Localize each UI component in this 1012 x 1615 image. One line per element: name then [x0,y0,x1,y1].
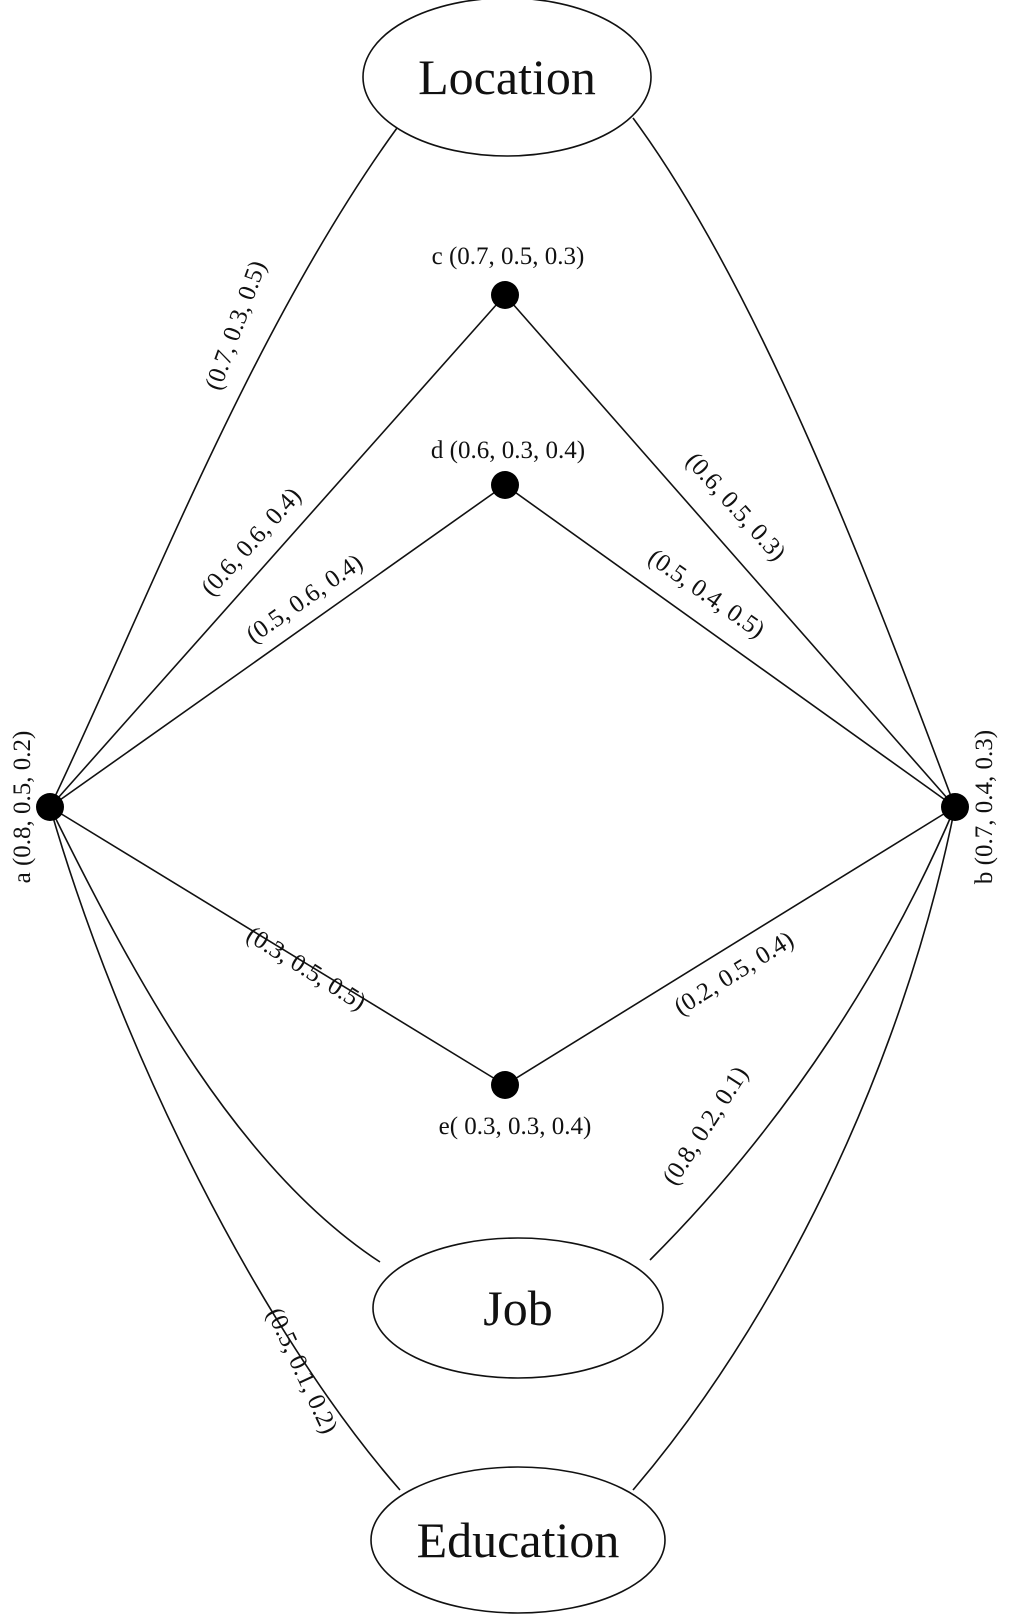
edge-a-location [49,127,398,808]
hyperedge-education: Education [370,1466,666,1614]
edge-a-d-label: (0.5, 0.6, 0.4) [241,549,367,649]
edge-c-b-label: (0.6, 0.5, 0.3) [680,448,791,567]
hyperedge-job: Job [372,1237,664,1379]
edge-a-c [49,294,506,808]
edge-d-b [504,484,956,808]
hyperedge-location: Location [362,0,652,157]
edge-a-d [49,484,506,808]
vertex-e-label: e( 0.3, 0.3, 0.4) [439,1113,592,1140]
edge-a-job [49,806,381,1263]
edge-job-b [649,806,956,1261]
edge-a-e-label: (0.3, 0.5, 0.5) [241,921,370,1016]
edge-e-b-label: (0.2, 0.5, 0.4) [669,926,798,1021]
vertex-c-label: c (0.7, 0.5, 0.3) [432,243,585,270]
edge-job-b-label: (0.8, 0.2, 0.1) [658,1062,754,1190]
vertex-b [941,793,969,821]
edge-a-location-label: (0.7, 0.3, 0.5) [200,257,272,393]
vertex-c [491,281,519,309]
edge-a-e [49,806,506,1086]
edge-education-b [632,806,956,1491]
edge-a-education [49,806,401,1491]
vertex-d-label: d (0.6, 0.3, 0.4) [431,437,585,464]
vertex-b-label: b (0.7, 0.4, 0.3) [971,730,998,884]
edge-a-c-label: (0.6, 0.6, 0.4) [196,483,307,602]
hyperedge-job-label: Job [483,1280,552,1336]
edge-location-b [632,117,956,808]
vertex-e [491,1071,519,1099]
vertex-d [491,471,519,499]
vertex-a-label: a (0.8, 0.5, 0.2) [9,731,36,884]
hyperedge-location-label: Location [418,49,596,105]
hyperedge-education-label: Education [417,1512,620,1568]
edge-c-b [504,294,956,808]
vertex-a [36,793,64,821]
edge-a-education-label: (0.5, 0.1, 0.2) [261,1304,343,1438]
edge-e-b [504,806,956,1086]
